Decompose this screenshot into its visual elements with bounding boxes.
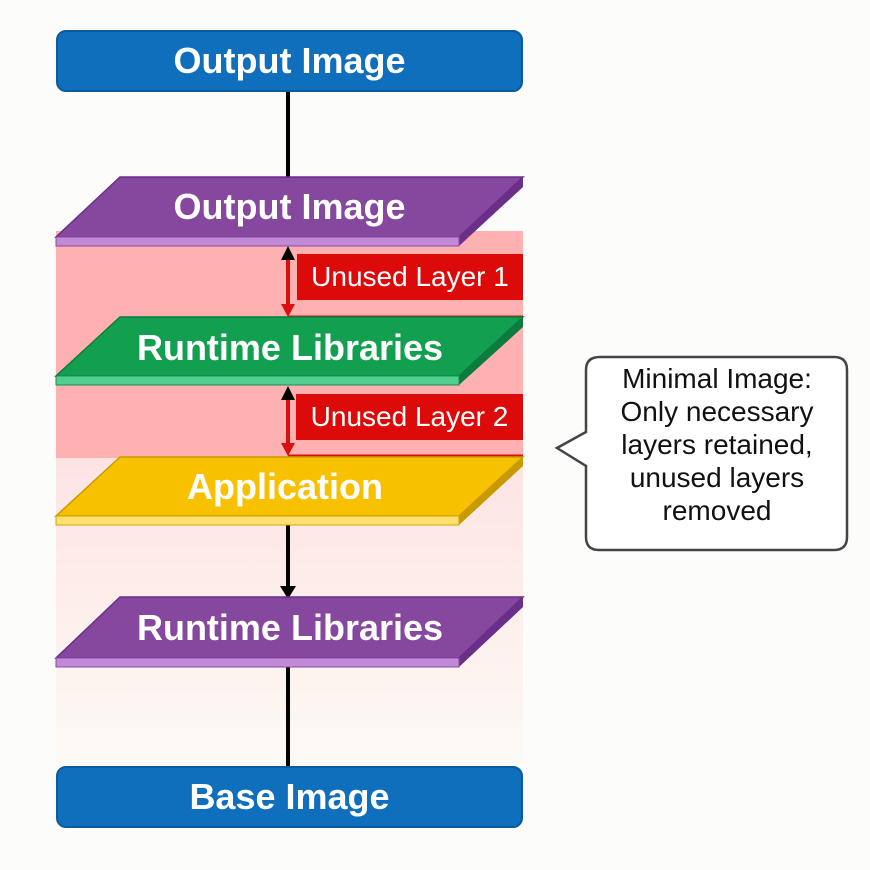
callout-line: Minimal Image: [622,363,812,394]
layer-label-runtime-libraries: Runtime Libraries [136,607,444,648]
unused-layer-1-label: Unused Layer 1 [297,254,523,300]
layer-label-application: Application [187,466,383,507]
arrow-head-up-icon [281,246,295,260]
callout-line: removed [662,495,772,526]
base-image-box: Base Image [56,766,523,828]
output-image-box: Output Image [56,30,523,92]
unused-layer-1-text: Unused Layer 1 [311,261,509,292]
callout-line: Only necessary [620,396,814,427]
layer-slab-runtime-libraries-removed [54,316,525,386]
arrow-head-up-icon [281,386,295,400]
callout-line: unused layers [629,462,805,493]
unused-layer-2-label: Unused Layer 2 [296,394,523,440]
arrow-head-down-icon [280,586,296,599]
callout-bubble [554,355,849,552]
unused-layer-2-text: Unused Layer 2 [310,401,509,432]
arrow-head-down-icon [281,304,295,317]
layer-label-output-image: Output Image [173,186,406,227]
arrow-head-down-icon [281,443,295,456]
base-image-box-label: Base Image [189,776,390,817]
output-image-box-label: Output Image [173,40,406,81]
layer-label-runtime-libraries-removed: Runtime Libraries [136,327,444,368]
callout-text: Minimal Image: Only necessary layers ret… [588,362,846,527]
layer-slab-output-image [54,176,525,247]
callout-line: layers retained, [621,429,813,460]
layer-slab-application [54,456,525,526]
layer-slab-runtime-libraries [54,596,525,668]
